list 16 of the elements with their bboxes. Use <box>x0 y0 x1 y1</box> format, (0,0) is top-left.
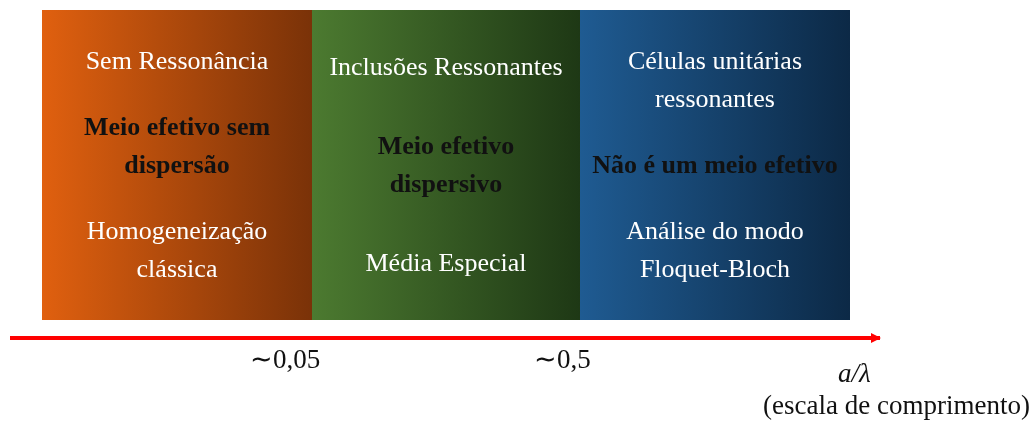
regime-panel <box>42 10 312 320</box>
tick-label: ∼0,5 <box>534 343 591 375</box>
panel-method: Média Especial <box>365 246 527 279</box>
panel-method: Homogeneização clássica <box>85 215 269 285</box>
panel-method: Análise do modo Floquet-Bloch <box>625 215 805 285</box>
panel-heading: Sem Ressonância <box>85 45 269 77</box>
regime-panel <box>312 10 580 320</box>
tick-label: ∼0,05 <box>250 343 321 375</box>
axis-note: (escala de comprimento) <box>763 390 1030 421</box>
panel-conclusion: Meio efetivo sem dispersão <box>82 111 272 181</box>
regime-panel <box>580 10 850 320</box>
panel-heading: Células unitárias ressonantes <box>627 45 803 115</box>
axis-label: a/λ <box>838 358 871 389</box>
panel-conclusion: Não é um meio efetivo <box>592 149 838 181</box>
panel-conclusion: Meio efetivo dispersivo <box>376 130 516 200</box>
panel-heading: Inclusões Ressonantes <box>329 51 563 84</box>
